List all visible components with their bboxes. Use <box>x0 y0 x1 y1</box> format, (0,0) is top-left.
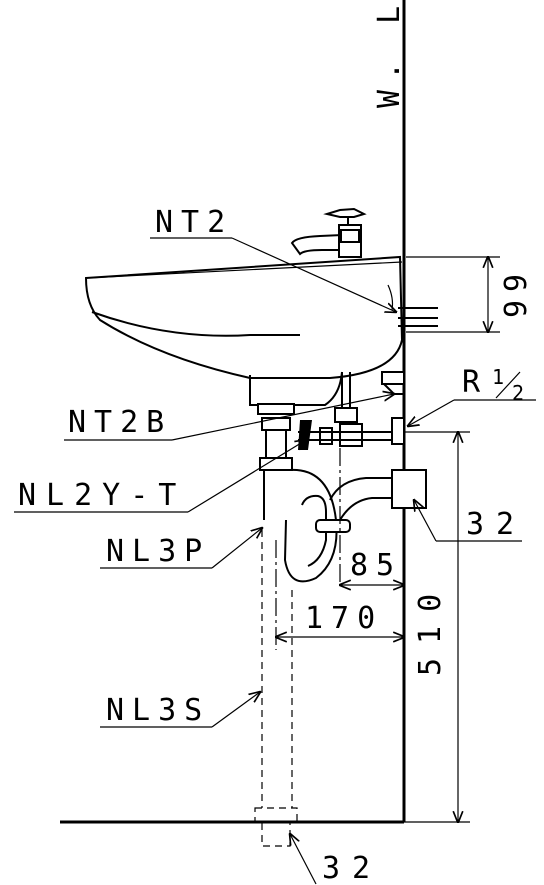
label-thread-r: R <box>462 365 488 400</box>
s-trap <box>254 530 298 847</box>
label-nl3p: NL3P <box>106 534 210 569</box>
label-thread-den: 2 <box>512 381 532 405</box>
label-trap-diameter: 32 <box>466 507 526 542</box>
label-nl2y-t: NL2Y-T <box>18 478 186 513</box>
label-nt2: NT2 <box>155 205 233 240</box>
dim-trap-offset: 85 <box>350 548 402 583</box>
sink-basin <box>84 255 404 406</box>
label-nt2b: NT2B <box>68 405 172 440</box>
label-floor-pipe-diameter: 32 <box>322 851 382 885</box>
dim-faucet-height: 99 <box>499 266 534 318</box>
wall-line-label: W. L <box>372 0 407 108</box>
drain-fitting <box>257 403 295 471</box>
stop-valve-assembly <box>298 371 405 450</box>
faucet <box>290 207 367 258</box>
label-thread-num: 1 <box>492 365 512 389</box>
dim-drain-offset: 170 <box>305 601 383 636</box>
dim-drain-height: 510 <box>413 580 448 676</box>
p-trap <box>263 468 427 583</box>
label-nl3s: NL3S <box>106 693 210 728</box>
